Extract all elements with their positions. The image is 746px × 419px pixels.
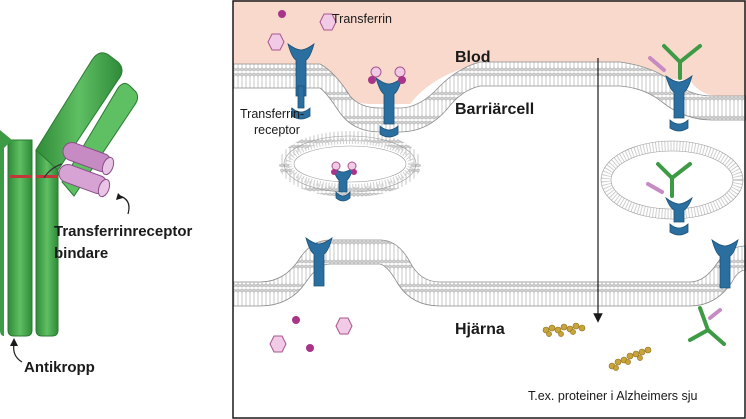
transferrin-receptor [287, 42, 315, 120]
transferrin-label: Transferrin [332, 12, 392, 26]
antibody-label: Antikropp [24, 359, 95, 376]
amyloid-protein [542, 322, 586, 337]
disulfide-bond [10, 175, 32, 178]
binder-label-line2: bindare [54, 245, 108, 262]
transferrin-receptor-binder [43, 142, 115, 198]
antibody-illustration [0, 52, 139, 363]
amyloid-protein [608, 346, 652, 371]
barrier-panel [232, 0, 746, 419]
antibody-small [688, 306, 726, 346]
antibody-small [646, 162, 692, 198]
lower-membrane [232, 239, 746, 307]
proteins-note: T.ex. proteiner i Alzheimers sju [528, 389, 698, 403]
transferrin-receptor [711, 238, 739, 289]
disulfide-bond [36, 175, 58, 178]
antibody-heavy-chain-right [35, 149, 59, 337]
blood-region [233, 0, 746, 104]
antibody-heavy-chain-left [7, 139, 33, 337]
antibody-fab-arm [35, 52, 123, 171]
antibody-pointer [13, 343, 23, 363]
receptor-label-line1: Transferrin- [240, 107, 304, 121]
binder-label-line1: Transferrinreceptor [54, 223, 193, 240]
blood-label: Blod [455, 49, 491, 66]
transferrin-receptor [375, 76, 403, 138]
antibody-small [648, 44, 702, 80]
panel-border [232, 0, 746, 419]
brain-label: Hjärna [455, 321, 505, 338]
transferrin-receptor [305, 236, 333, 287]
transferrin-molecule [267, 10, 406, 353]
barrier-cell-label: Barriärcell [455, 101, 534, 118]
transferrin-receptor [665, 196, 693, 236]
receptor-label-line2: receptor [254, 123, 300, 137]
binder-pointer [119, 195, 130, 215]
transferrin-receptor [665, 74, 693, 132]
